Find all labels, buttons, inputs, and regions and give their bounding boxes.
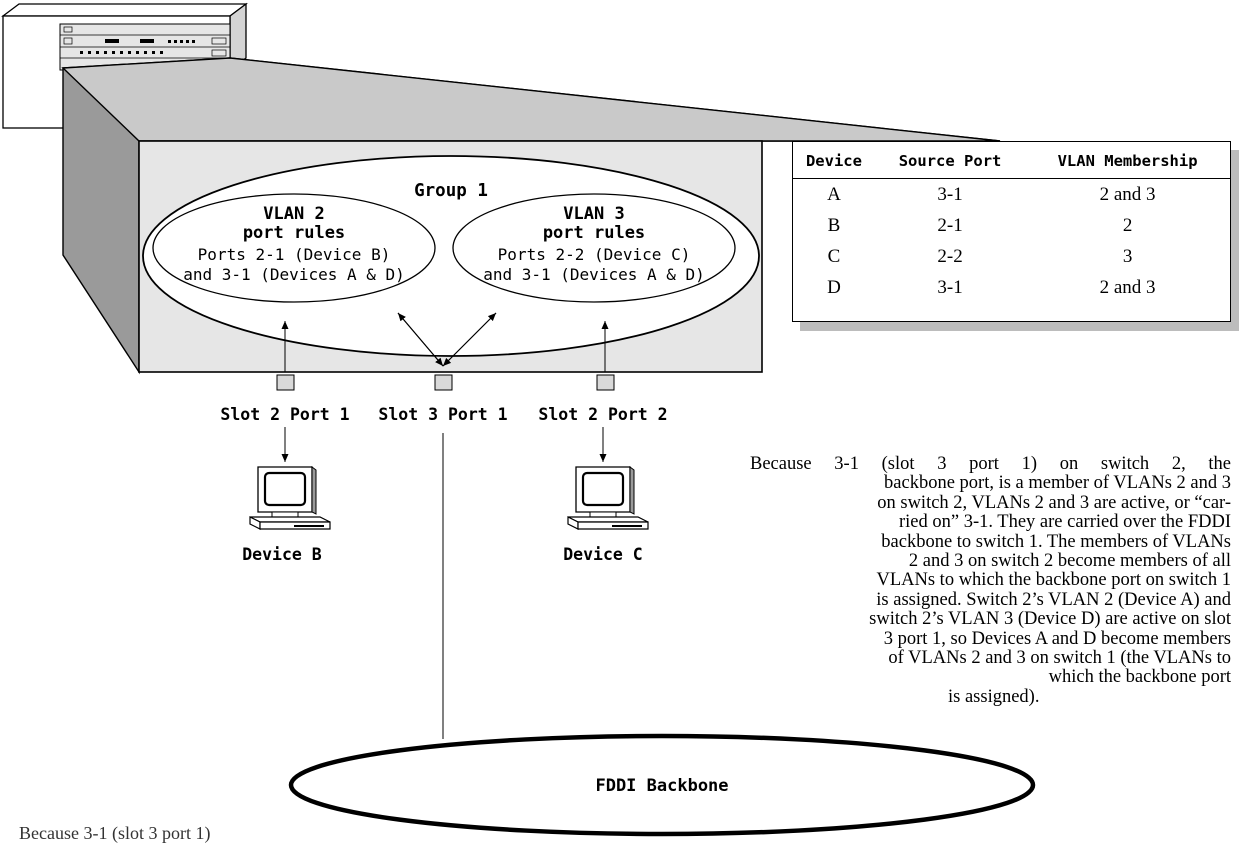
port-label-slot3-port1: Slot 3 Port 1: [378, 405, 507, 424]
caption-text: Because 3-1 (slot 3 port 1): [19, 823, 211, 843]
table-cell: C: [827, 246, 841, 267]
table-row: C 2-2 3: [793, 241, 1230, 272]
explanation-line: Because 3-1 (slot 3 port 1) on switch 2,…: [750, 454, 1231, 474]
vlan2-subtitle: port rules: [243, 223, 345, 243]
port-connectors: [276, 374, 615, 391]
table-cell: 2: [1122, 215, 1133, 236]
table-cell: 2-2: [937, 246, 963, 267]
device-label-c: Device C: [563, 545, 642, 564]
explanation-line: 2 and 3 on switch 2 become members of al…: [908, 551, 1231, 572]
computer-icon: [249, 466, 331, 530]
computer-icon: [567, 466, 649, 530]
table-row: A 3-1 2 and 3: [793, 179, 1230, 211]
table-header-vlan-membership: VLAN Membership: [1025, 142, 1230, 179]
vlan3-title: VLAN 3: [563, 204, 624, 224]
table-row: B 2-1 2: [793, 210, 1230, 241]
vlan3-ports-line2: and 3-1 (Devices A & D): [483, 265, 705, 284]
vlan3-ports-line1: Ports 2-2 (Device C): [498, 245, 691, 264]
vlan2-title: VLAN 2: [263, 204, 324, 224]
table-header-row: Device Source Port VLAN Membership: [793, 142, 1230, 179]
fddi-backbone-label: FDDI Backbone: [595, 776, 728, 796]
explanation-line: ried on” 3-1. They are carried over the …: [898, 512, 1231, 533]
table-cell: 2 and 3: [1099, 184, 1156, 205]
table-cell: A: [827, 184, 841, 205]
fddi-backbone-ring: [288, 733, 1036, 837]
port-label-slot2-port2: Slot 2 Port 2: [538, 405, 667, 424]
table-cell: 3: [1122, 246, 1133, 267]
device-links: [281, 427, 607, 739]
explanation-line: which the backbone port: [1048, 667, 1231, 688]
table-header-device: Device: [793, 142, 875, 179]
table-row: D 3-1 2 and 3: [793, 272, 1230, 303]
device-label-b: Device B: [242, 545, 322, 564]
vlan-arrows: [281, 312, 609, 372]
explanation-text: Because 3-1 (slot 3 port 1) on switch 2,…: [750, 454, 1231, 707]
vlan2-ports-line1: Ports 2-1 (Device B): [198, 245, 391, 264]
explanation-line: is assigned. Switch 2’s VLAN 2 (Device A…: [876, 589, 1231, 610]
vlan3-subtitle: port rules: [543, 223, 645, 243]
vlan3-ellipse: [452, 193, 736, 303]
explanation-line: on switch 2, VLANs 2 and 3 are active, o…: [877, 492, 1231, 513]
table-cell: 3-1: [937, 184, 963, 205]
explanation-line: is assigned).: [948, 686, 1040, 707]
vlan2-ellipse: [152, 193, 436, 303]
explanation-line: of VLANs 2 and 3 on switch 1 (the VLANs …: [888, 648, 1231, 669]
table-cell: D: [827, 277, 841, 298]
vlan-membership-table: Device Source Port VLAN Membership A 3-1…: [792, 141, 1231, 322]
table-cell: 3-1: [937, 277, 963, 298]
explanation-line: backbone to switch 1. The members of VLA…: [881, 531, 1231, 552]
explanation-line: 3 port 1, so Devices A and D become memb…: [883, 628, 1231, 649]
explanation-line: backbone port, is a member of VLANs 2 an…: [884, 473, 1231, 494]
port-label-slot2-port1: Slot 2 Port 1: [220, 405, 349, 424]
group-title: Group 1: [414, 181, 488, 201]
explanation-line: VLANs to which the backbone port on swit…: [876, 570, 1231, 591]
table-header-source-port: Source Port: [874, 142, 1026, 179]
table-cell: 2-1: [937, 215, 963, 236]
table-cell: B: [827, 215, 841, 236]
explanation-line: switch 2’s VLAN 3 (Device D) are active …: [869, 609, 1231, 630]
table-cell: 2 and 3: [1099, 277, 1156, 298]
vlan2-ports-line2: and 3-1 (Devices A & D): [183, 265, 405, 284]
